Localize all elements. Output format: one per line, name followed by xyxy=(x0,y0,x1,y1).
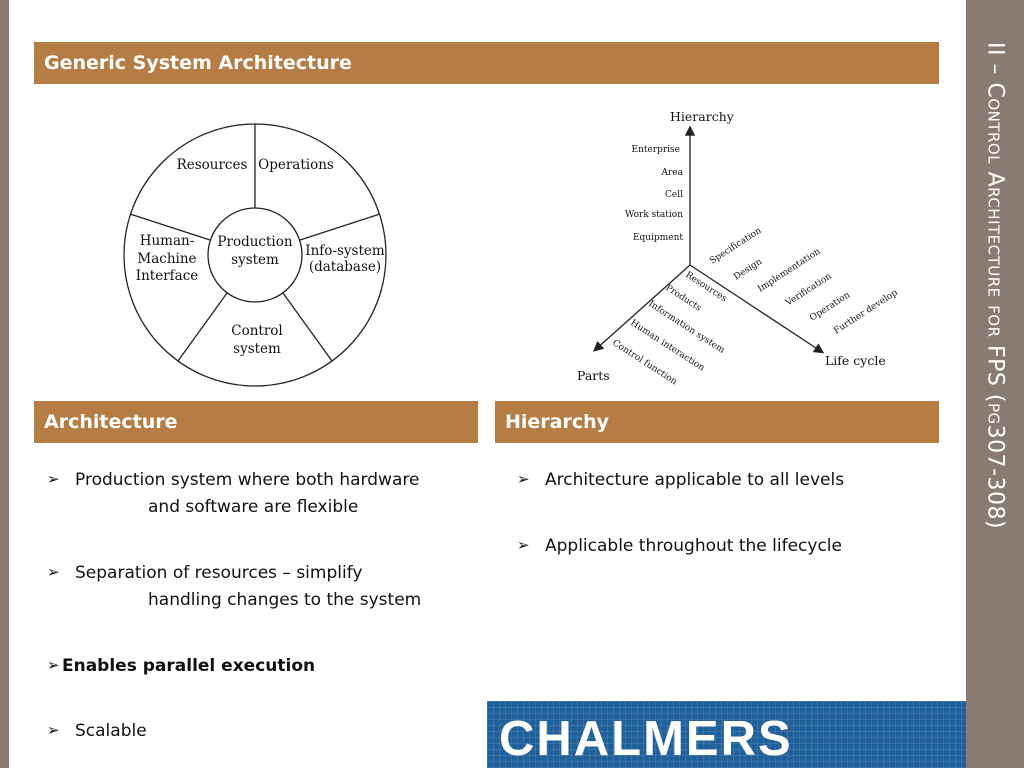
wheel-segment-operations: Operations xyxy=(258,157,334,173)
wheel-segment-hmi-1: Human- xyxy=(140,233,195,249)
side-title-bar: II – Control Architecture for FPS (pg307… xyxy=(966,0,1024,768)
section-header-architecture: Architecture xyxy=(34,401,478,443)
wheel-segment-hmi-3: Interface xyxy=(136,268,199,284)
bullet-arrow-icon: ➢ xyxy=(517,536,530,554)
wheel-center-2: system xyxy=(231,252,279,268)
bullet-arrow-icon: ➢ xyxy=(517,470,530,488)
side-title: II – Control Architecture for FPS (pg307… xyxy=(982,42,1008,530)
wheel-segment-info-system: Info-system xyxy=(305,243,385,259)
left-edge-bar xyxy=(0,0,9,768)
hierarchy-level-equipment: Equipment xyxy=(633,233,683,243)
wheel-center-1: Production xyxy=(217,234,292,250)
hierarchy-level-work-station: Work station xyxy=(625,210,683,220)
wheel-segment-control: Control xyxy=(231,323,282,339)
axis-parts xyxy=(593,264,691,352)
hierarchy-level-cell: Cell xyxy=(665,190,683,200)
parts-products: Products xyxy=(663,283,703,314)
bullet-arrow-icon: ➢ xyxy=(47,656,60,674)
bullet-arrow-icon: ➢ xyxy=(47,470,60,488)
chalmers-logo: CHALMERS xyxy=(487,701,966,768)
section-header-main: Generic System Architecture xyxy=(34,42,939,84)
hierarchy-lifecycle-parts-diagram: Hierarchy Life cycle Parts Enterprise Ar… xyxy=(577,109,900,387)
architecture-wheel-diagram: Resources Operations Info-system (databa… xyxy=(123,123,387,387)
wheel-segment-control-sub: system xyxy=(233,341,281,357)
section-header-hierarchy: Hierarchy xyxy=(495,401,939,443)
wheel-segment-info-system-sub: (database) xyxy=(309,259,381,275)
wheel-segment-resources: Resources xyxy=(177,157,248,173)
hierarchy-level-area: Area xyxy=(661,168,684,178)
bullet-arrow-icon: ➢ xyxy=(47,721,60,739)
parts-information-system: Information system xyxy=(646,299,726,356)
hierarchy-bullet-list: ➢ Architecture applicable to all levels … xyxy=(517,470,845,556)
wheel-segment-hmi-2: Machine xyxy=(137,251,196,267)
axis-lifecycle xyxy=(689,264,825,354)
bullet-arrow-icon: ➢ xyxy=(47,563,60,581)
axis-label-parts: Parts xyxy=(577,368,610,383)
axis-label-lifecycle: Life cycle xyxy=(825,353,886,368)
lifecycle-design: Design xyxy=(732,257,764,283)
architecture-bullet-list: ➢ Production system where both hardware … xyxy=(47,470,422,741)
hierarchy-level-enterprise: Enterprise xyxy=(632,145,681,155)
logo-text: CHALMERS xyxy=(499,712,793,766)
axis-label-hierarchy: Hierarchy xyxy=(670,109,735,124)
